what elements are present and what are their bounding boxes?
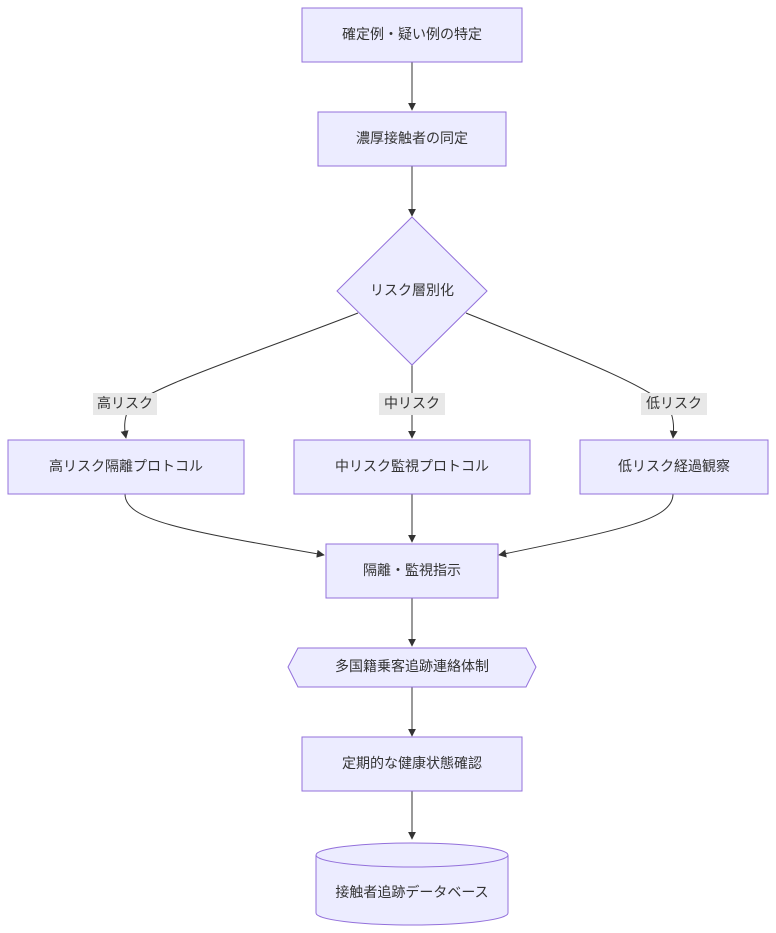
- node-high-risk-protocol: 高リスク隔離プロトコル: [7, 439, 245, 495]
- node-multinational-tracking: 多国籍乗客追跡連絡体制: [287, 647, 537, 688]
- svg-text:隔離・監視指示: 隔離・監視指示: [363, 562, 461, 579]
- svg-text:中リスク: 中リスク: [384, 396, 440, 412]
- svg-text:接触者追跡データベース: 接触者追跡データベース: [335, 884, 488, 901]
- node-identify-contacts: 濃厚接触者の同定: [317, 111, 507, 167]
- edge-risk-to-low: [465, 312, 678, 439]
- edge-label-low-risk: 低リスク: [641, 393, 707, 415]
- svg-text:確定例・疑い例の特定: 確定例・疑い例の特定: [342, 27, 482, 43]
- edge-label-medium-risk: 中リスク: [379, 393, 445, 415]
- node-contact-database: 接触者追跡データベース: [315, 842, 509, 926]
- svg-text:低リスク経過観察: 低リスク経過観察: [618, 458, 730, 475]
- svg-text:高リスク: 高リスク: [97, 395, 153, 412]
- edge-low-to-isolation: [498, 493, 674, 558]
- svg-text:濃厚接触者の同定: 濃厚接触者の同定: [356, 130, 468, 147]
- node-health-check: 定期的な健康状態確認: [301, 736, 523, 792]
- node-low-risk-protocol: 低リスク経過観察: [579, 439, 769, 495]
- node-isolation-monitoring: 隔離・監視指示: [325, 543, 499, 599]
- node-medium-risk-protocol: 中リスク監視プロトコル: [293, 439, 531, 495]
- svg-text:高リスク隔離プロトコル: 高リスク隔離プロトコル: [49, 458, 203, 475]
- svg-text:リスク層別化: リスク層別化: [370, 283, 454, 299]
- svg-text:中リスク監視プロトコル: 中リスク監視プロトコル: [335, 458, 489, 475]
- svg-text:定期的な健康状態確認: 定期的な健康状態確認: [342, 755, 482, 772]
- node-identify-cases: 確定例・疑い例の特定: [301, 7, 523, 63]
- node-risk-stratification: リスク層別化: [336, 216, 488, 366]
- edge-label-high-risk: 高リスク: [93, 393, 157, 415]
- edge-high-to-isolation: [124, 493, 325, 558]
- svg-text:低リスク: 低リスク: [646, 396, 702, 412]
- svg-text:多国籍乗客追跡連絡体制: 多国籍乗客追跡連絡体制: [335, 658, 489, 675]
- edge-risk-to-high: [120, 312, 359, 439]
